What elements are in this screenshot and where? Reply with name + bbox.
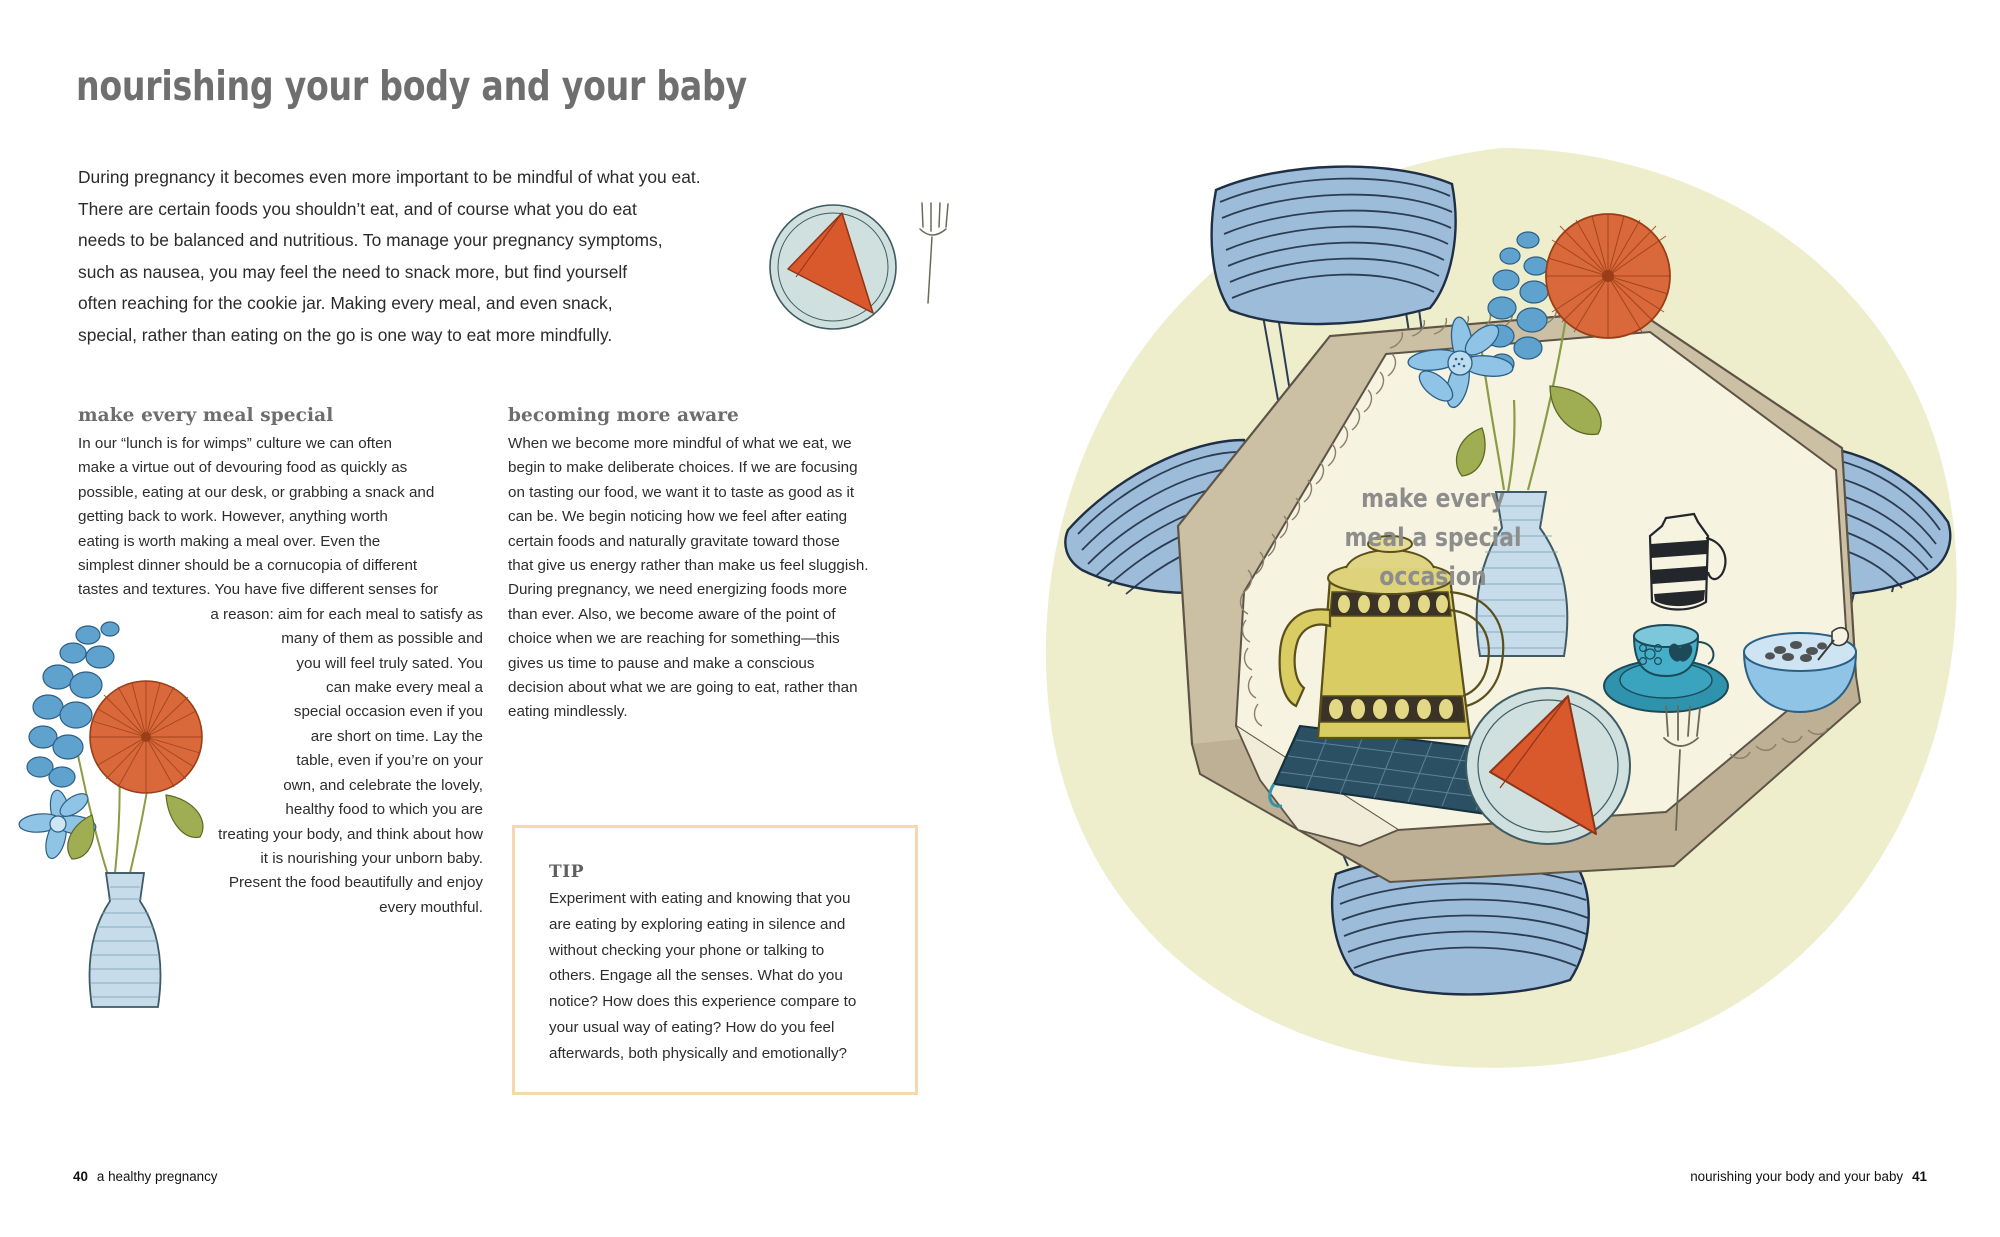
body-line: getting back to work. However, anything …: [78, 508, 388, 526]
column-becoming-more-aware: becoming more aware When we become more …: [508, 405, 913, 725]
teapot: [1278, 535, 1505, 740]
flower-vase-illustration: [18, 615, 243, 1015]
plate-napkin-illustration: [760, 185, 960, 345]
body-line: Present the food beautifully and enjoy: [228, 874, 483, 892]
body-line: During pregnancy, we need energizing foo…: [508, 581, 848, 599]
column-make-every-meal-special: make every meal special In our “lunch is…: [78, 405, 483, 920]
body-line: tastes and textures. You have five diffe…: [78, 581, 439, 599]
body-line: decision about what we are going to eat,…: [508, 679, 858, 697]
striped-jug: [1648, 512, 1727, 611]
tip-line: Experiment with eating and knowing that …: [549, 890, 851, 907]
body-line: own, and celebrate the lovely,: [283, 776, 483, 794]
body-line: simplest dinner should be a cornucopia o…: [78, 557, 418, 575]
intro-paragraph: During pregnancy it becomes even more im…: [78, 162, 838, 351]
footer-left: 40 a healthy pregnancy: [73, 1169, 218, 1184]
body-line: special occasion even if you: [293, 703, 483, 721]
orange-chrysanthemum: [1545, 213, 1671, 339]
body-line: on tasting our food, we want it to taste…: [508, 483, 855, 501]
footer-title-left: a healthy pregnancy: [96, 1169, 218, 1184]
column-two-heading: becoming more aware: [508, 405, 739, 426]
body-line: choice when we are reaching for somethin…: [508, 630, 840, 648]
body-line: table, even if you’re on your: [296, 752, 483, 770]
tip-body: Experiment with eating and knowing that …: [549, 886, 881, 1067]
body-line: healthy food to which you are: [285, 801, 483, 819]
tip-box-inner: TIP Experiment with eating and knowing t…: [521, 834, 909, 1086]
fork-icon: [1663, 705, 1701, 831]
body-line: that give us energy rather than make us …: [508, 557, 869, 575]
column-one-heading: make every meal special: [78, 405, 334, 426]
body-line: every mouthful.: [379, 898, 483, 916]
body-line: eating is worth making a meal over. Even…: [78, 532, 381, 550]
folded-napkin: [1489, 695, 1597, 835]
page-number-left: 40: [73, 1169, 88, 1184]
right-page: make every meal a special occasion nouri…: [1000, 0, 2000, 1237]
place-setting: [1465, 687, 1701, 845]
spoon-icon: [1817, 626, 1850, 661]
dining-table-illustration: [1030, 140, 1970, 1080]
body-line: than ever. Also, we become aware of the …: [508, 605, 836, 623]
tip-box: TIP Experiment with eating and knowing t…: [512, 825, 918, 1095]
teacup-saucer: [1603, 624, 1729, 713]
striped-chair-top: [1210, 165, 1457, 401]
left-page: nourishing your body and your baby Durin…: [18, 62, 960, 1184]
tip-line: your usual way of eating? How do you fee…: [549, 1018, 835, 1036]
body-line: eating mindlessly.: [508, 703, 628, 721]
tip-line: others. Engage all the senses. What do y…: [549, 967, 843, 985]
body-line: many of them as possible and: [281, 630, 483, 648]
body-line: gives us time to pause and make a consci…: [508, 654, 815, 672]
footer-title-right: nourishing your body and your baby: [1690, 1169, 1904, 1184]
bowl-contents: [1765, 641, 1827, 662]
dining-table-scene-svg: [1045, 148, 1957, 1068]
body-line: make a virtue out of devouring food as q…: [78, 459, 408, 477]
body-line: begin to make deliberate choices. If we …: [508, 459, 858, 477]
tip-line: notice? How does this experience compare…: [549, 993, 857, 1011]
body-line: you will feel truly sated. You: [296, 654, 483, 672]
column-two-body: When we become more mindful of what we e…: [508, 432, 913, 725]
footer-right: nourishing your body and your baby 41: [1690, 1169, 1927, 1184]
page-number-right: 41: [1912, 1169, 1927, 1184]
body-line: In our “lunch is for wimps” culture we c…: [78, 435, 393, 452]
blue-daisy: [1407, 316, 1514, 409]
body-line: certain foods and naturally gravitate to…: [508, 532, 840, 550]
body-line: When we become more mindful of what we e…: [508, 435, 852, 452]
flower-vase-svg: [18, 621, 204, 1008]
intro-line: needs to be balanced and nutritious. To …: [78, 230, 663, 250]
column-one-body: In our “lunch is for wimps” culture we c…: [78, 432, 483, 920]
body-line: possible, eating at our desk, or grabbin…: [78, 483, 435, 501]
tip-line: without checking your phone or talking t…: [549, 941, 825, 959]
intro-line: During pregnancy it becomes even more im…: [78, 167, 701, 187]
intro-line: often reaching for the cookie jar. Makin…: [78, 293, 613, 313]
plate-napkin-fork-svg: [769, 202, 949, 330]
intro-line: special, rather than eating on the go is…: [78, 324, 613, 345]
flower-vase: [1407, 213, 1671, 657]
tip-label: TIP: [549, 862, 585, 882]
tip-line: afterwards, both physically and emotiona…: [549, 1044, 848, 1062]
body-line: it is nourishing your unborn baby.: [260, 849, 483, 867]
body-line: can make every meal a: [325, 679, 483, 697]
vase-body: [1475, 491, 1569, 657]
body-line: treating your body, and think about how: [218, 825, 483, 843]
cup-floral-motif: [1638, 644, 1662, 665]
cereal-bowl: [1742, 626, 1858, 714]
body-line: are short on time. Lay the: [310, 727, 483, 745]
body-line: can be. We begin noticing how we feel af…: [508, 508, 848, 526]
tip-line: are eating by exploring eating in silenc…: [549, 915, 846, 933]
intro-line: There are certain foods you shouldn’t ea…: [78, 198, 637, 219]
intro-line: such as nausea, you may feel the need to…: [78, 261, 628, 282]
page-title: nourishing your body and your baby: [76, 62, 747, 110]
body-line: a reason: aim for each meal to satisfy a…: [210, 605, 483, 623]
